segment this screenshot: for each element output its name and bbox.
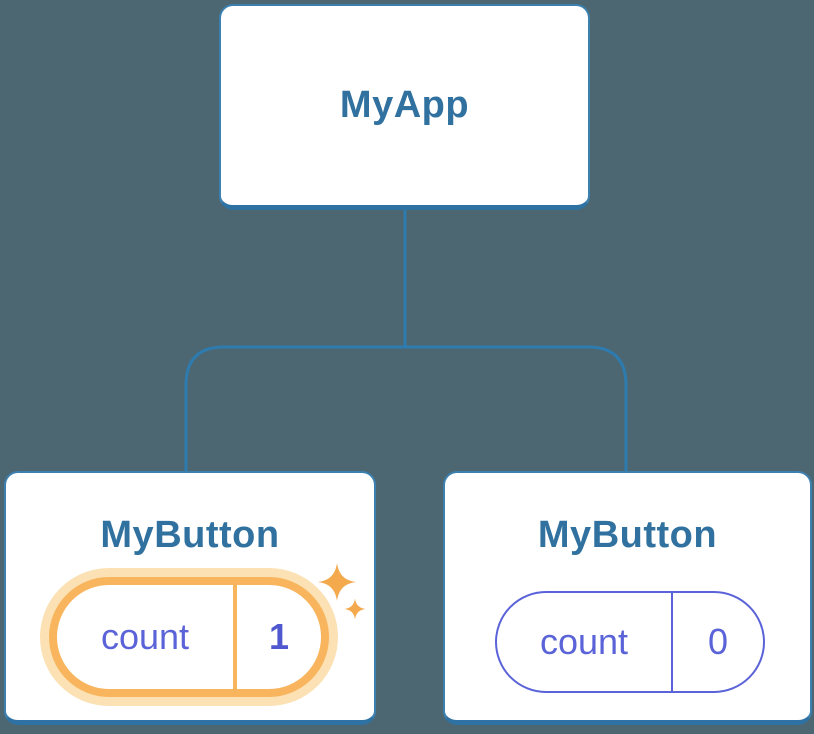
component-node-mybutton-updated: MyButton count 1 (4, 471, 376, 725)
pill-divider (671, 593, 673, 691)
sparkle-large-icon (318, 563, 356, 601)
state-pill: count 0 (495, 591, 765, 693)
state-pill-highlighted: count 1 (49, 577, 329, 697)
node-title: MyButton (100, 514, 280, 556)
connector-branch-line (184, 345, 628, 472)
state-label: count (539, 621, 629, 662)
node-title: MyButton (537, 514, 718, 556)
state-value: 0 (707, 621, 729, 662)
sparkle-small-icon (344, 598, 366, 620)
component-node-myapp: MyApp (219, 4, 590, 210)
state-value: 1 (268, 616, 290, 657)
node-title: MyApp (339, 84, 470, 126)
state-change-sparkles (318, 563, 366, 620)
pill-divider (233, 585, 237, 689)
component-node-mybutton-unchanged: MyButton count 0 (443, 471, 812, 725)
state-label: count (100, 616, 190, 657)
